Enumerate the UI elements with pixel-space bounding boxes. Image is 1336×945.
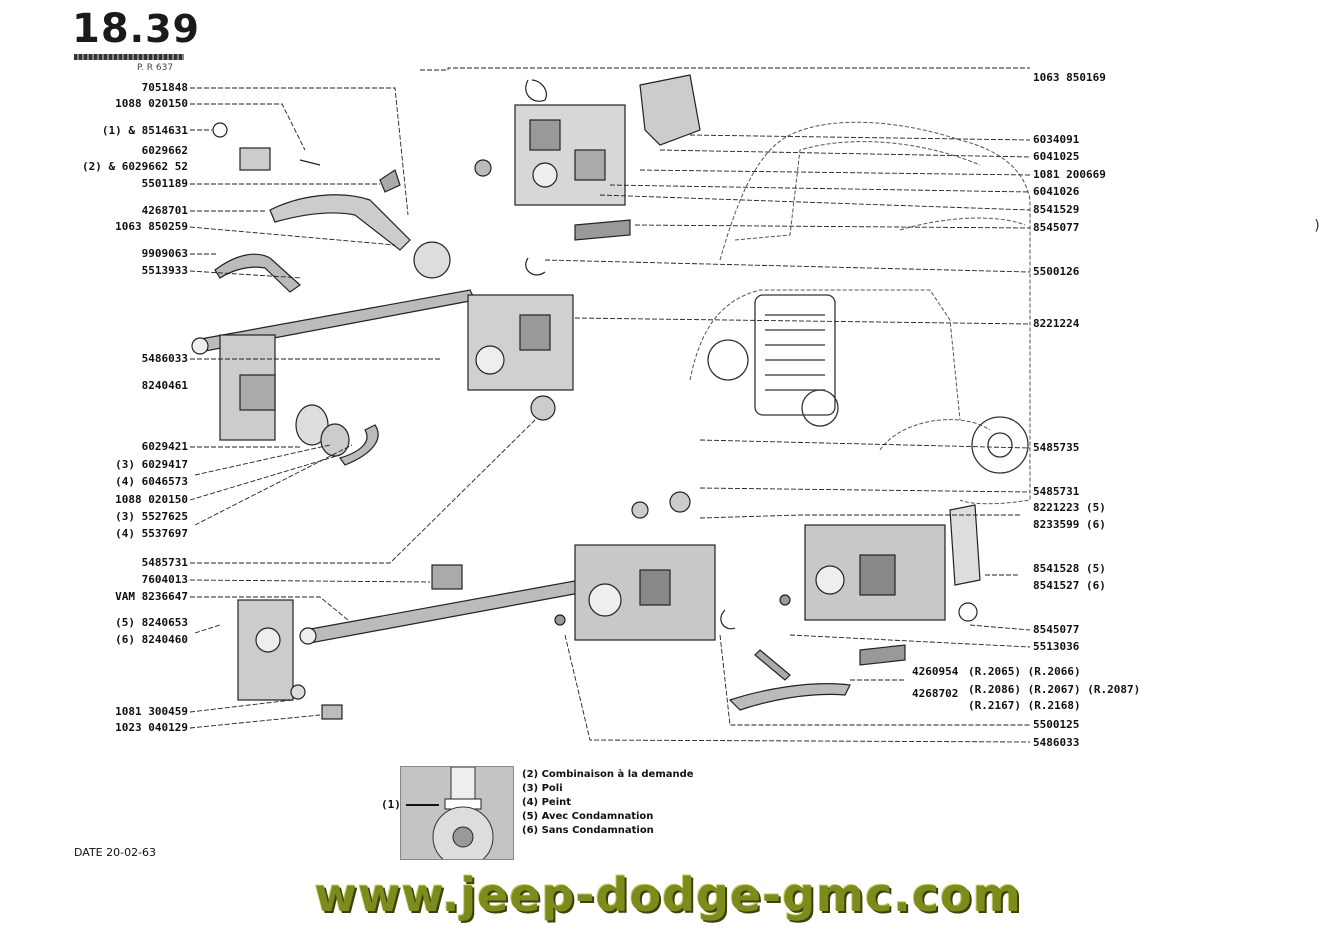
part-label: 7604013 — [141, 573, 188, 586]
key-detail-illustration — [400, 766, 514, 860]
part-label: 8541528 (5) — [1033, 562, 1106, 575]
part-label: (6) 8240460 — [115, 633, 188, 646]
page-number-major: 18 — [72, 6, 130, 52]
page-reference: P. R 637 — [137, 63, 174, 73]
header-rule — [74, 54, 184, 60]
left-plate-and-cylinder — [219, 334, 379, 466]
left-handle-parts — [212, 122, 451, 293]
part-label: 5486033 — [1033, 736, 1080, 749]
part-label: 8221224 — [1033, 317, 1080, 330]
part-label: (R.2167) (R.2168) — [968, 699, 1081, 712]
legend-item: (4) Peint — [522, 797, 572, 808]
part-label: 8541527 (6) — [1033, 579, 1106, 592]
part-label: 6041026 — [1033, 185, 1080, 198]
part-label: 8233599 (6) — [1033, 518, 1106, 531]
key-detail-drawing — [401, 767, 513, 859]
part-label: (1) & 8514631 — [101, 124, 188, 137]
part-label: 8545077 — [1033, 623, 1080, 636]
legend-item: (6) Sans Condamnation — [522, 825, 654, 836]
legend-item: (3) Poli — [522, 783, 563, 794]
part-label: (4) 5537697 — [115, 527, 188, 540]
lower-right-lock — [631, 491, 981, 711]
part-label: 5501189 — [141, 177, 188, 190]
part-label: 1081 300459 — [115, 705, 188, 718]
part-label: 5513036 — [1033, 640, 1080, 653]
part-label: 1081 200669 — [1033, 168, 1106, 181]
part-label: 1063 850169 — [1033, 71, 1106, 84]
part-label: 8240461 — [141, 379, 188, 392]
van-grille — [707, 294, 1029, 474]
part-label: 8221223 (5) — [1033, 501, 1106, 514]
part-label: (5) 8240653 — [115, 616, 188, 629]
legend-item: (5) Avec Condamnation — [522, 811, 654, 822]
part-label: VAM 8236647 — [115, 590, 188, 603]
website-watermark: www.jeep-dodge-gmc.com — [314, 868, 1022, 922]
part-label: 6041025 — [1033, 150, 1080, 163]
part-label: 6029421 — [141, 440, 188, 453]
issue-date: DATE 20-02-63 — [74, 846, 157, 859]
part-label: 5485731 — [1033, 485, 1080, 498]
van-illustration — [689, 121, 1031, 505]
part-label: 5500125 — [1033, 718, 1080, 731]
page-number-minor: .39 — [129, 7, 200, 51]
part-label: (R.2065) (R.2066) — [968, 665, 1081, 678]
part-label: 4268701 — [141, 204, 188, 217]
part-label: 6034091 — [1033, 133, 1080, 146]
part-label: 8541529 — [1033, 203, 1080, 216]
part-label: 7051848 — [141, 81, 188, 94]
part-label: (R.2086) (R.2067) (R.2087) — [968, 683, 1141, 696]
legend-item: (2) Combinaison à la demande — [522, 769, 694, 780]
part-label: 8545077 — [1033, 221, 1080, 234]
legend-callout: (1) — [381, 798, 401, 811]
part-label: 1023 040129 — [115, 721, 188, 734]
part-label: 4260954 — [912, 665, 959, 678]
part-label: 5500126 — [1033, 265, 1080, 278]
part-label: (3) 5527625 — [115, 510, 188, 523]
part-label: 5485735 — [1033, 441, 1080, 454]
upper-rod-and-lock — [191, 257, 574, 421]
upper-lock-assembly — [474, 74, 701, 241]
part-label: 9909063 — [141, 247, 188, 260]
part-label: 1088 020150 — [115, 493, 188, 506]
part-label: (4) 6046573 — [115, 475, 188, 488]
lower-rod-and-lock — [237, 544, 716, 720]
part-label: 5485731 — [141, 556, 188, 569]
part-label: 1063 850259 — [115, 220, 188, 233]
part-label: (2) & 6029662 52 — [82, 160, 188, 173]
part-label: (3) 6029417 — [115, 458, 188, 471]
part-label: 1088 020150 — [115, 97, 188, 110]
part-label: 5513933 — [141, 264, 188, 277]
part-label: 4268702 — [912, 687, 959, 700]
part-label: 5486033 — [141, 352, 188, 365]
page-number: 18.39 — [72, 6, 200, 52]
margin-mark: ) — [1313, 218, 1322, 234]
part-label: 6029662 — [141, 144, 188, 157]
